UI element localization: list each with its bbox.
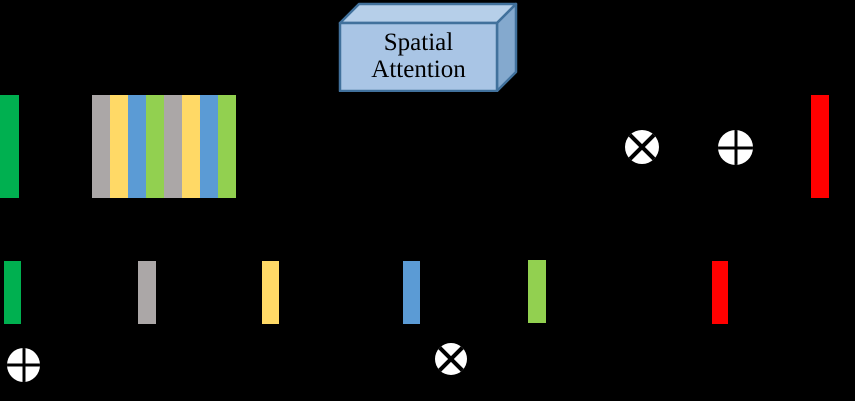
bottom-yellow-bar <box>262 261 279 324</box>
add-stroke <box>22 348 25 382</box>
feature-stripe <box>200 95 218 198</box>
bottom-blue-bar <box>403 261 420 324</box>
add-icon <box>718 130 753 165</box>
multiply-icon <box>625 130 659 164</box>
bottom-red-bar <box>712 261 728 324</box>
striped-feature-block <box>92 95 236 198</box>
feature-stripe <box>128 95 146 198</box>
multiply-icon <box>435 343 467 375</box>
box-top-face <box>338 2 518 25</box>
top-output-feature-bar <box>811 95 829 198</box>
add-icon <box>7 348 40 382</box>
spatial-attention-label-line1: Spatial <box>383 28 454 56</box>
add-stroke <box>734 130 737 165</box>
spatial-attention-label-line2: Attention <box>371 56 466 83</box>
bottom-light-green-bar <box>528 260 546 323</box>
feature-stripe <box>182 95 200 198</box>
feature-stripe <box>110 95 128 198</box>
feature-stripe <box>218 95 236 198</box>
bottom-green-bar <box>4 261 21 324</box>
box-front-face <box>338 21 499 92</box>
top-input-feature-bar <box>0 95 19 198</box>
spatial-attention-box <box>338 2 518 92</box>
feature-stripe <box>164 95 182 198</box>
feature-stripe <box>92 95 110 198</box>
spatial-attention-label: Spatial Attention <box>340 23 497 89</box>
feature-stripe <box>146 95 164 198</box>
bottom-gray-bar <box>138 261 156 324</box>
